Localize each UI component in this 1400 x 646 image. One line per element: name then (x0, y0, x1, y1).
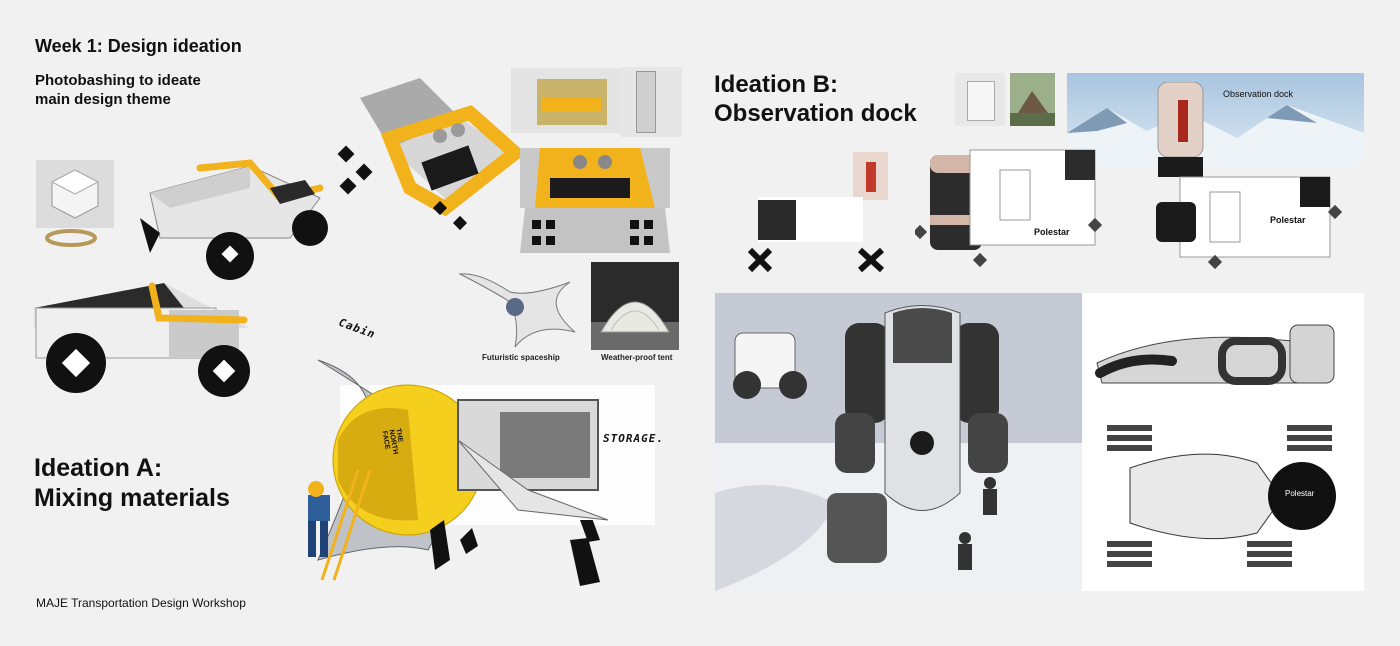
annotation-storage: STORAGE. (603, 432, 664, 445)
dock-brand-label-1: Polestar (1034, 227, 1070, 237)
caption-tent: Weather-proof tent (601, 353, 673, 362)
ideation-b-line-1: Ideation B: (714, 71, 838, 98)
reference-photo-yellow-bench (511, 68, 621, 133)
footer-credit: MAJE Transportation Design Workshop (36, 596, 246, 610)
ideation-b-line-2: Observation dock (714, 100, 917, 127)
dock-sketch-side (748, 152, 893, 277)
reference-tent (591, 262, 679, 350)
observation-dock-photo-label: Observation dock (1223, 89, 1294, 99)
week-title: Week 1: Design ideation (35, 36, 242, 56)
subtitle: Photobashing to ideate main design theme (35, 71, 201, 109)
module-front-view (520, 148, 670, 258)
ideation-a-heading: Ideation A: Mixing materials (34, 453, 230, 513)
top-view-render: Polestar (1082, 293, 1364, 591)
dock-brand-label-3: Polestar (1285, 489, 1315, 498)
annotation-cabin: Cabin (336, 315, 378, 342)
reference-photo-column (620, 67, 682, 137)
dock-brand-label-2: Polestar (1270, 215, 1306, 225)
vehicle-sketch-2 (34, 278, 256, 398)
module-sketch-1 (330, 78, 530, 248)
reference-spaceship (455, 262, 580, 352)
caption-spaceship: Futuristic spaceship (482, 353, 560, 362)
hex-pod-sketch (36, 160, 114, 250)
reference-photo-cabin (1010, 73, 1055, 126)
snow-scene-render (715, 293, 1082, 591)
subtitle-line-1: Photobashing to ideate (35, 72, 201, 89)
ideation-b-heading: Ideation B: Observation dock (714, 70, 917, 128)
observation-dock-photo: Observation dock (1067, 73, 1364, 165)
ideation-a-line-1: Ideation A: (34, 454, 163, 482)
ideation-a-line-2: Mixing materials (34, 484, 230, 512)
subtitle-line-2: main design theme (35, 91, 171, 108)
scattered-pieces (430, 520, 620, 596)
reference-photo-white-unit (955, 73, 1005, 126)
composite-sketch-main (278, 340, 618, 590)
dock-sketch-front (915, 145, 1105, 275)
vehicle-sketch-1 (130, 158, 330, 288)
dock-sketch-tall (1150, 82, 1360, 277)
